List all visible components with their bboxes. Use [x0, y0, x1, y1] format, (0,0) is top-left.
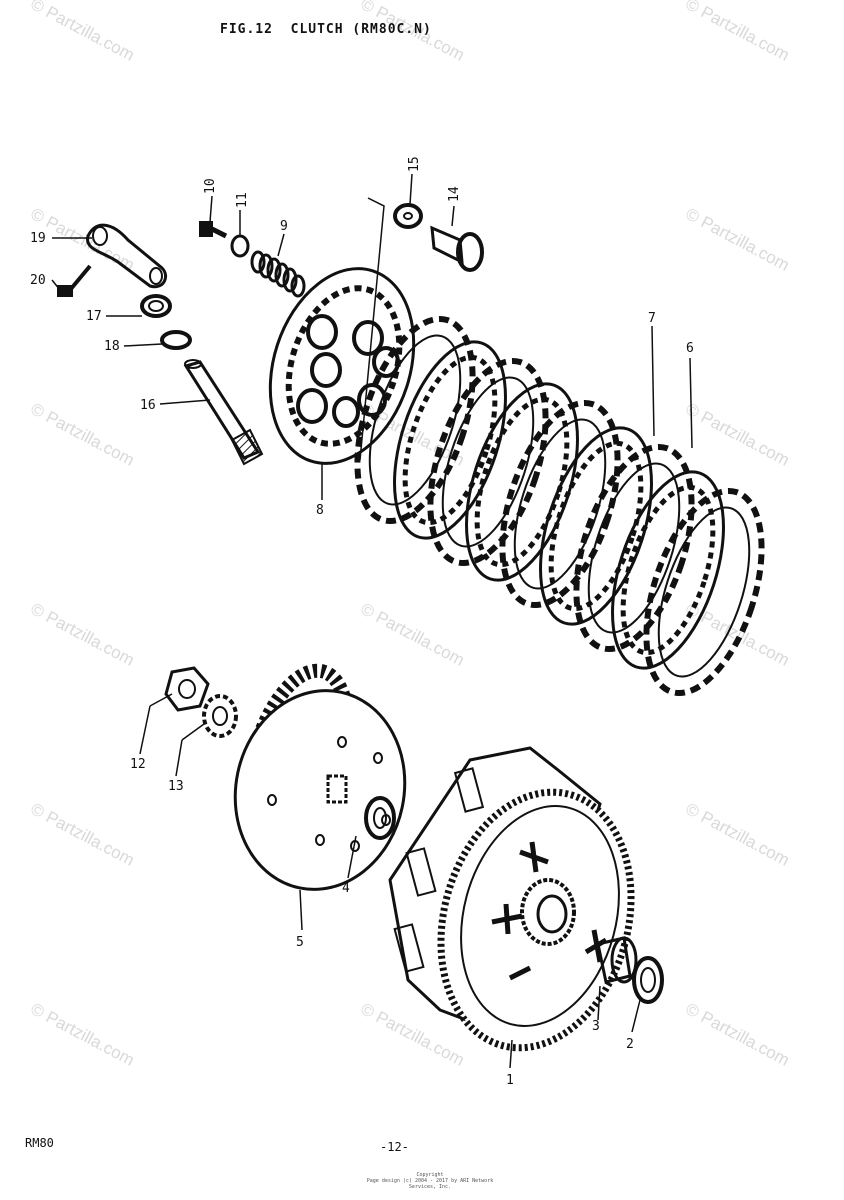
release-shaft: [183, 359, 264, 466]
callout-labels: 1 2 3 4 5 6 7 8 9 10 11 12 13 14 15 16 1…: [30, 156, 694, 1088]
clutch-nut: [164, 666, 210, 712]
driven-plate: [393, 340, 507, 540]
copyright-line-2: Page design (c) 2004 - 2017 by ARI Netwo…: [366, 1178, 494, 1190]
callout-3: 3: [592, 1019, 600, 1034]
page-number: -12-: [380, 1140, 409, 1154]
callout-5: 5: [296, 935, 304, 950]
callout-9: 9: [280, 219, 288, 234]
lever-bolt: [57, 264, 92, 297]
clutch-plate-stack: [354, 315, 765, 697]
spacer: [596, 936, 638, 984]
primary-driven-gear-housing: [388, 746, 635, 1052]
callout-6: 6: [686, 341, 694, 356]
driven-plate: [539, 426, 653, 626]
drive-plate: [499, 399, 621, 609]
thrust-washer: [393, 203, 423, 229]
copyright-notice: Copyright Page design (c) 2004 - 2017 by…: [360, 1172, 500, 1190]
callout-7: 7: [648, 311, 656, 326]
washer: [230, 234, 250, 258]
callout-11: 11: [235, 192, 250, 208]
callout-18: 18: [104, 339, 120, 354]
callout-16: 16: [140, 398, 156, 413]
callout-12: 12: [130, 757, 146, 772]
lock-washer: [202, 694, 238, 738]
copyright-line-1: Copyright: [416, 1172, 444, 1178]
callout-2: 2: [626, 1037, 634, 1052]
release-lever-arm: [86, 223, 167, 289]
driven-plate: [611, 470, 725, 670]
clutch-sleeve-hub: [233, 663, 407, 891]
callout-20: 20: [30, 273, 46, 288]
drive-plate: [643, 487, 765, 697]
figure-title: FIG.12 CLUTCH (RM80C.N): [220, 22, 432, 37]
drive-plate: [354, 315, 476, 525]
leader-lines: [51, 173, 693, 1069]
callout-1: 1: [506, 1073, 514, 1088]
push-rod: [359, 197, 385, 461]
drive-plate: [573, 443, 695, 653]
callout-10: 10: [203, 178, 218, 194]
callout-15: 15: [407, 156, 422, 172]
callout-13: 13: [168, 779, 184, 794]
pressure-plate: [268, 267, 416, 465]
drive-plate: [427, 357, 549, 567]
callout-8: 8: [316, 503, 324, 518]
clutch-spring: [250, 250, 306, 298]
callout-4: 4: [342, 881, 350, 896]
push-piece: [430, 225, 484, 272]
pressure-plate-bolt: [199, 221, 228, 239]
callout-14: 14: [447, 186, 462, 202]
model-label: RM80: [25, 1136, 54, 1150]
oil-seal: [140, 294, 172, 318]
hub-washer: [364, 796, 396, 840]
driven-gear-washer: [632, 956, 664, 1004]
callout-17: 17: [86, 309, 102, 324]
o-ring: [160, 330, 192, 350]
callout-19: 19: [30, 231, 46, 246]
